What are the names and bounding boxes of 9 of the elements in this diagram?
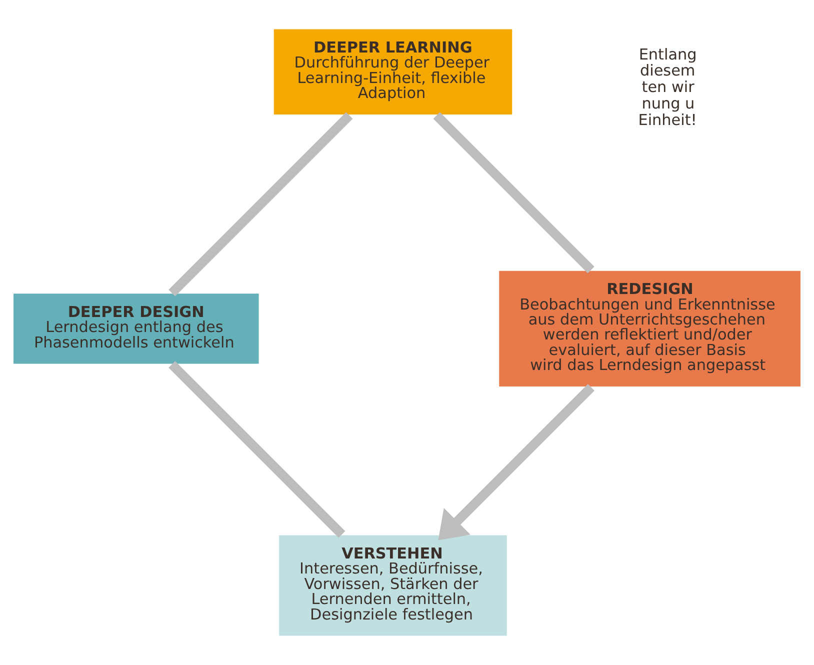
connector — [168, 361, 346, 538]
connector — [168, 112, 353, 296]
connector — [433, 112, 594, 274]
arrow — [438, 384, 594, 540]
label: Entlang diesem ten wir nung u Einheit! — [638, 45, 697, 129]
node-box: DEEPER LEARNING Durchführung der Deeper Learning-Einheit, flexible Adaption — [272, 28, 514, 116]
node-box: REDESIGN Beobachtungen und Erkenntnisse aus dem Unterrichtsgeschehen werden reflektiert und/oder evaluiert, auf dieser Basis wird das Lerndesign angepasst — [498, 270, 802, 388]
node-box: VERSTEHEN Interessen, Bedürfnisse, Vorwissen, Stärken der Lernenden ermitteln, Designziele festlegen — [278, 534, 508, 637]
node-box: DEEPER DESIGN Lerndesign entlang des Phasenmodells entwickeln — [12, 292, 260, 365]
